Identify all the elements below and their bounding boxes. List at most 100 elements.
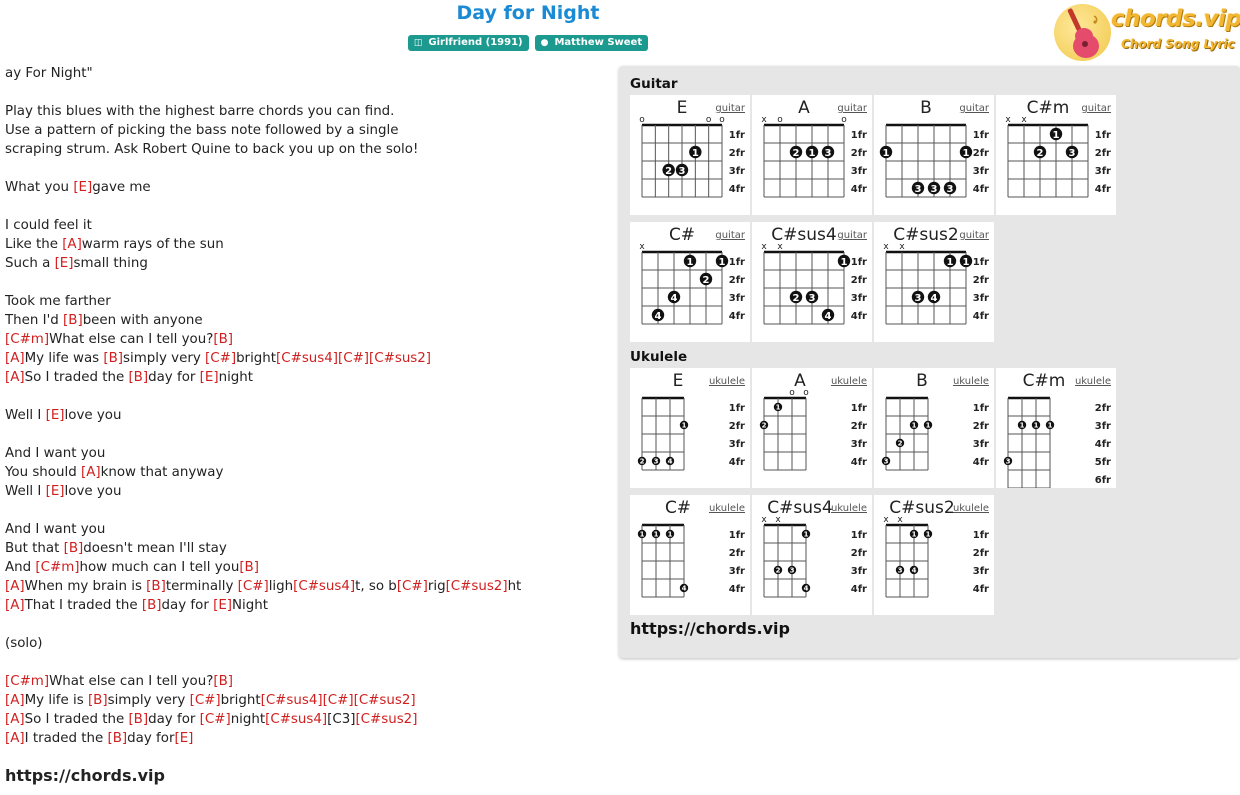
panel-site-link[interactable]: https://chords.vip [630, 619, 790, 638]
chord-marker[interactable]: [C#m] [5, 674, 50, 689]
chord-marker[interactable]: [A] [5, 693, 25, 708]
site-logo[interactable]: chords.vip Chord Song Lyric [1054, 4, 1240, 62]
album-badge[interactable]: ◫Girlfriend (1991) [407, 35, 529, 51]
finger-dot [651, 529, 661, 539]
instrument-link[interactable]: ukulele [953, 503, 989, 514]
chord-marker[interactable]: [C#] [396, 579, 428, 594]
lyric-text: gave me [92, 180, 151, 195]
chord-marker[interactable]: [E] [199, 370, 219, 385]
chord-marker[interactable]: [C#sus2] [369, 351, 432, 366]
lyric-line: [A]My life is [B]simply very [C#]bright[… [5, 691, 615, 710]
chord-marker[interactable]: [C#sus4] [293, 579, 356, 594]
chord-marker[interactable]: [A] [5, 370, 25, 385]
muted-string-marker: x [883, 242, 889, 252]
instrument-link[interactable]: ukulele [831, 503, 867, 514]
chord-marker[interactable]: [B] [239, 560, 259, 575]
chord-marker[interactable]: [A] [5, 579, 25, 594]
instrument-link[interactable]: ukulele [831, 376, 867, 387]
chord-marker[interactable]: [C#sus2] [445, 579, 508, 594]
instrument-link[interactable]: ukulele [953, 376, 989, 387]
chord-marker[interactable]: [C#sus4] [260, 693, 323, 708]
fret-number-label: 1fr [851, 257, 867, 268]
chord-marker[interactable]: [A] [80, 465, 101, 480]
finger-dot [943, 181, 957, 195]
artist-badge[interactable]: ●Matthew Sweet [534, 35, 649, 51]
chord-marker[interactable]: [C#] [322, 693, 354, 708]
chord-marker[interactable]: [A] [5, 731, 25, 746]
chord-marker[interactable]: [A] [5, 712, 25, 727]
fret-number-label: 4fr [729, 457, 745, 468]
chord-marker[interactable]: [B] [213, 674, 233, 689]
footer-site-link[interactable]: https://chords.vip [5, 766, 165, 785]
chord-marker[interactable]: [E] [54, 256, 74, 271]
chord-marker[interactable]: [C#] [237, 579, 269, 594]
chord-marker[interactable]: [E] [45, 408, 65, 423]
fret-number-label: 4fr [851, 457, 867, 468]
chord-marker[interactable]: [B] [63, 313, 83, 328]
chord-marker[interactable]: [C#] [205, 351, 237, 366]
instrument-link[interactable]: guitar [837, 103, 868, 114]
finger-number: 4 [655, 311, 662, 322]
chord-marker[interactable]: [B] [128, 370, 149, 385]
chord-marker[interactable]: [C#] [199, 712, 231, 727]
finger-dot [1031, 420, 1041, 430]
chord-marker[interactable]: [B] [213, 332, 233, 347]
chord-marker[interactable]: [C#m] [35, 560, 80, 575]
instrument-link[interactable]: guitar [959, 103, 990, 114]
fret-number-label: 4fr [729, 584, 745, 595]
chord-marker[interactable]: [B] [146, 579, 166, 594]
chord-marker[interactable]: [B] [103, 351, 124, 366]
lyric-line [5, 273, 615, 292]
instrument-link[interactable]: guitar [715, 230, 746, 241]
chord-marker[interactable]: [E] [213, 598, 233, 613]
chord-marker[interactable]: [C#sus2] [355, 712, 418, 727]
instrument-link[interactable]: guitar [1081, 103, 1112, 114]
fret-number-label: 4fr [973, 457, 989, 468]
chord-marker[interactable]: [C#sus2] [353, 693, 416, 708]
chord-marker[interactable]: [E] [45, 484, 65, 499]
lyric-line: And I want you [5, 444, 615, 463]
chord-marker[interactable]: [C#m] [5, 332, 50, 347]
chord-marker[interactable]: [A] [5, 598, 25, 613]
instrument-link[interactable]: guitar [959, 230, 990, 241]
instrument-link[interactable]: guitar [715, 103, 746, 114]
chord-marker[interactable]: [A] [5, 351, 25, 366]
chord-marker[interactable]: [A] [62, 237, 82, 252]
chord-name: A [794, 371, 806, 391]
instrument-link[interactable]: guitar [837, 230, 868, 241]
lyric-line [5, 425, 615, 444]
chord-marker[interactable]: [E] [73, 180, 93, 195]
chord-marker[interactable]: [C#] [189, 693, 221, 708]
instrument-link[interactable]: ukulele [709, 503, 745, 514]
chord-marker[interactable]: [B] [128, 712, 149, 727]
chord-marker[interactable]: [C#sus4] [276, 351, 339, 366]
instrument-link[interactable]: ukulele [709, 376, 745, 387]
fret-number-label: 1fr [973, 257, 989, 268]
chord-name: E [677, 98, 688, 118]
chord-marker[interactable]: [B] [107, 731, 128, 746]
chord-marker[interactable]: [C#sus4] [265, 712, 328, 727]
lyric-text: bright [220, 693, 261, 708]
chord-name: C#sus4 [767, 498, 832, 518]
chord-marker[interactable]: [B] [141, 598, 162, 613]
finger-dot [959, 145, 973, 159]
instrument-link[interactable]: ukulele [1075, 376, 1111, 387]
chord-marker[interactable]: [E] [174, 731, 194, 746]
chord-marker[interactable]: [C#] [338, 351, 370, 366]
chord-marker[interactable]: [B] [87, 693, 108, 708]
chord-marker[interactable]: [B] [63, 541, 84, 556]
